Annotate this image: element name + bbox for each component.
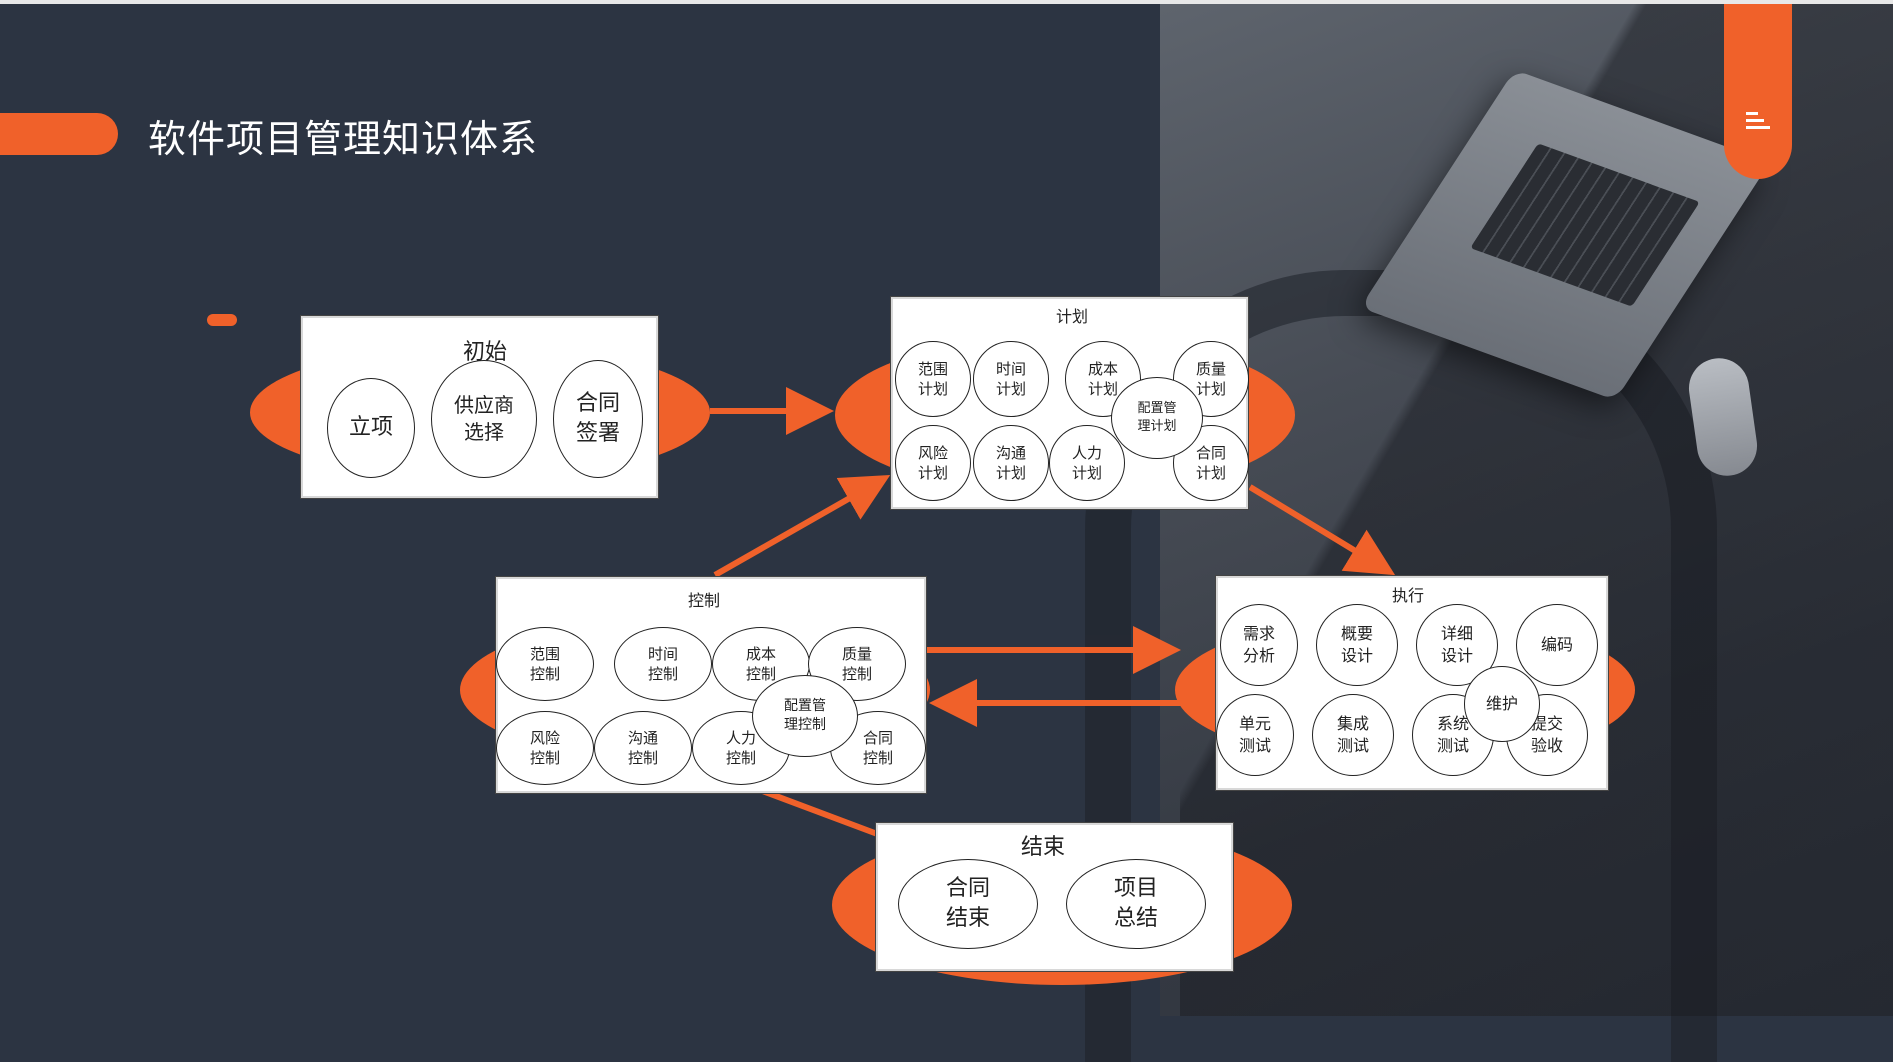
control-node: 配置管 理控制: [752, 675, 858, 757]
execute-card: 执行 需求 分析 概要 设计 详细 设计 编码 单元 测试 集成 测试 系统 测…: [1215, 575, 1609, 791]
start-card: 初始 立项 供应商 选择 合同 签署: [300, 315, 659, 499]
start-node: 供应商 选择: [431, 360, 537, 478]
execute-node: 单元 测试: [1216, 694, 1294, 776]
plan-node: 沟通 计划: [973, 425, 1049, 501]
decorative-dot: [207, 314, 237, 326]
link-control-to-end: [758, 787, 882, 838]
flow-arrows: [710, 387, 1396, 838]
menu-icon[interactable]: [1744, 108, 1770, 134]
end-node: 项目 总结: [1066, 859, 1206, 949]
plan-node: 风险 计划: [895, 425, 971, 501]
execute-node: 集成 测试: [1312, 694, 1394, 776]
execute-node: 维护: [1464, 666, 1540, 742]
title-accent-bar: [0, 113, 118, 155]
end-card: 结束 合同 结束 项目 总结: [875, 822, 1234, 972]
end-title: 结束: [1021, 835, 1066, 860]
plan-node: 人力 计划: [1049, 425, 1125, 501]
control-node: 沟通 控制: [594, 711, 692, 785]
execute-title: 执行: [1392, 586, 1425, 605]
plan-node: 配置管 理计划: [1111, 377, 1203, 459]
start-node: 立项: [327, 378, 415, 478]
control-title: 控制: [688, 591, 721, 610]
execute-node: 编码: [1516, 604, 1598, 686]
plan-node: 时间 计划: [973, 341, 1049, 417]
start-node: 合同 签署: [553, 360, 643, 478]
arrow-control-to-plan: [713, 475, 891, 578]
arrow-plan-to-execute: [1248, 484, 1396, 576]
plan-card: 计划 范围 计划 时间 计划 成本 计划 质量 计划 风险 计划 沟通 计划 人…: [890, 296, 1249, 510]
end-node: 合同 结束: [898, 859, 1038, 949]
control-card: 控制 范围 控制 时间 控制 成本 控制 质量 控制 风险 控制 沟通 控制 人…: [495, 576, 927, 794]
menu-tab[interactable]: [1724, 4, 1792, 179]
plan-node: 范围 计划: [895, 341, 971, 417]
execute-node: 概要 设计: [1316, 604, 1398, 686]
control-node: 风险 控制: [496, 711, 594, 785]
control-node: 时间 控制: [614, 627, 712, 701]
plan-title: 计划: [1056, 307, 1089, 326]
top-border: [0, 0, 1893, 4]
control-node: 成本 控制: [712, 627, 810, 701]
slide-title: 软件项目管理知识体系: [148, 117, 539, 161]
execute-node: 需求 分析: [1220, 604, 1298, 686]
control-node: 范围 控制: [496, 627, 594, 701]
